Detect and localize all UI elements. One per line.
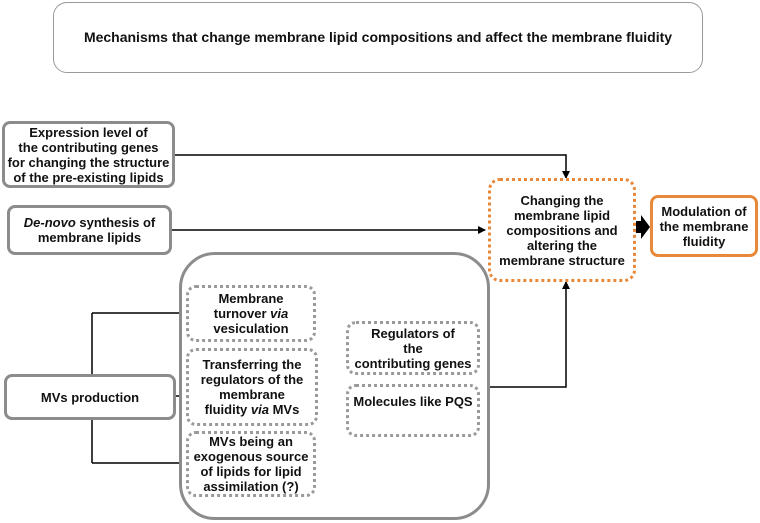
regulators-line-2: the (403, 340, 423, 356)
regulators-box: Regulators of the contributing genes (346, 321, 480, 375)
expression-line-1: Expression level of (29, 124, 148, 140)
turnover-via: via (270, 306, 289, 321)
regulators-line-3: contributing genes (354, 355, 472, 371)
mvs-production-label: MVs production (40, 389, 140, 405)
turnover-line-1: Membrane (218, 291, 284, 306)
transferring-mvs: MVs (268, 402, 300, 417)
transferring-line-4: fluidity via MVs (201, 402, 304, 417)
denovo-italic: De-novo (23, 215, 76, 230)
changing-lipid-composition-box: Changing the membrane lipid compositions… (488, 178, 636, 282)
changing-line-1: Changing the (520, 192, 604, 208)
modulation-line-3: fluidity (682, 233, 726, 249)
expression-connector (175, 154, 570, 179)
turnover-line-3: vesiculation (213, 321, 289, 336)
expression-line-3: for changing the structure (7, 154, 170, 170)
transferring-line-3: membrane (219, 387, 285, 402)
transferring-regulators-box: Transferring the regulators of the membr… (186, 348, 318, 426)
changing-line-3: compositions and (506, 222, 618, 238)
molecules-pqs-box: Molecules like PQS (346, 384, 480, 437)
diagram-title: Mechanisms that change membrane lipid co… (83, 29, 673, 45)
denovo-line-2: membrane lipids (37, 230, 142, 245)
exogenous-line-3: of lipids for lipid (200, 464, 302, 479)
regulators-line-1: Regulators of (371, 325, 455, 341)
diagram-title-box: Mechanisms that change membrane lipid co… (53, 2, 703, 73)
mvs-to-changing-connector (490, 281, 570, 388)
expression-line-2: the contributing genes (18, 139, 159, 155)
modulation-line-2: the membrane (659, 218, 749, 234)
membrane-turnover-box: Membrane turnover via vesiculation (186, 285, 316, 342)
changing-line-4: altering the (526, 237, 598, 253)
transferring-via: via (250, 402, 269, 417)
mvs-production-box: MVs production (4, 374, 176, 420)
exogenous-line-1: MVs being an (209, 434, 293, 449)
modulation-arrow (632, 215, 650, 239)
modulation-line-1: Modulation of (661, 203, 747, 219)
changing-line-2: membrane lipid (513, 207, 611, 223)
expression-level-box: Expression level of the contributing gen… (2, 121, 175, 188)
turnover-text: turnover (213, 306, 271, 321)
exogenous-line-4: assimilation (?) (203, 479, 299, 494)
changing-line-5: membrane structure (499, 252, 625, 268)
denovo-rest: synthesis of (75, 215, 156, 230)
transferring-fluidity: fluidity (204, 402, 251, 417)
transferring-line-1: Transferring the (202, 357, 302, 372)
exogenous-line-2: exogenous source (193, 449, 309, 464)
expression-line-4: of the pre-existing lipids (13, 169, 164, 185)
molecules-pqs-label: Molecules like PQS (353, 394, 473, 409)
exogenous-source-box: MVs being an exogenous source of lipids … (186, 431, 316, 497)
transferring-line-2: regulators of the (200, 372, 304, 387)
modulation-box: Modulation of the membrane fluidity (650, 195, 758, 257)
turnover-line-2: turnover via (213, 306, 288, 321)
denovo-synthesis-box: De-novo synthesis of membrane lipids (7, 205, 172, 255)
denovo-line-1: De-novo synthesis of (24, 215, 155, 230)
